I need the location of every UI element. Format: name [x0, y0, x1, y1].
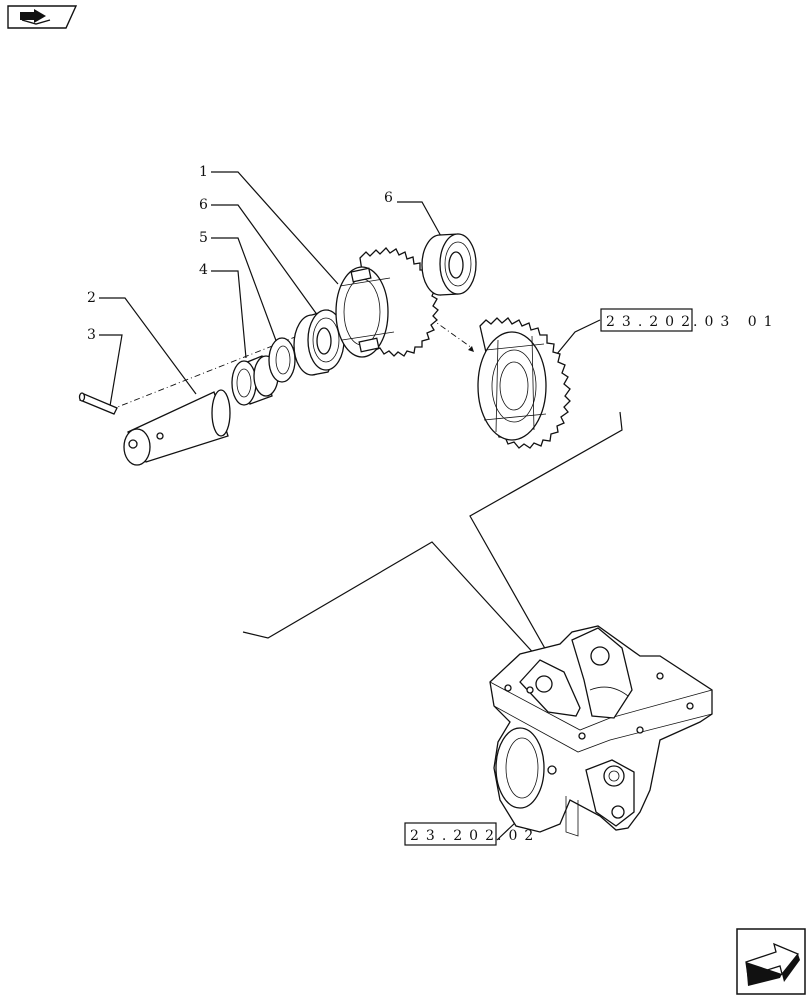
callout-6a[interactable]: 6	[199, 197, 208, 213]
gear-part-1[interactable]	[335, 247, 439, 358]
reference-upper-suffix: .03 01	[693, 314, 780, 330]
mating-gear[interactable]	[477, 317, 571, 449]
leader-lines	[99, 171, 623, 841]
shaft-part-2[interactable]	[123, 389, 231, 466]
callout-3[interactable]: 3	[87, 327, 96, 343]
next-page-arrow-icon[interactable]	[736, 928, 806, 995]
lift-housing[interactable]	[489, 625, 713, 837]
reference-upper-boxed: 23.202	[606, 314, 697, 330]
callout-4[interactable]: 4	[199, 262, 208, 278]
book-pointer-icon[interactable]	[7, 5, 78, 29]
reference-lower-suffix: .02	[497, 828, 540, 844]
bearing-part-6-right[interactable]	[421, 233, 477, 296]
callout-6b[interactable]: 6	[384, 190, 393, 206]
callout-5[interactable]: 5	[199, 230, 208, 246]
reference-upper[interactable]: 23.202 .03 01	[600, 308, 780, 332]
washer-part-5[interactable]	[268, 337, 296, 383]
reference-lower-boxed: 23.202	[410, 828, 501, 844]
bearing-part-6-left[interactable]	[293, 309, 345, 376]
callout-2[interactable]: 2	[87, 290, 96, 306]
pin-part-3[interactable]	[78, 392, 118, 415]
callout-1[interactable]: 1	[199, 164, 208, 180]
assembly-axis	[109, 267, 474, 411]
reference-lower[interactable]: 23.202 .02	[404, 822, 540, 846]
